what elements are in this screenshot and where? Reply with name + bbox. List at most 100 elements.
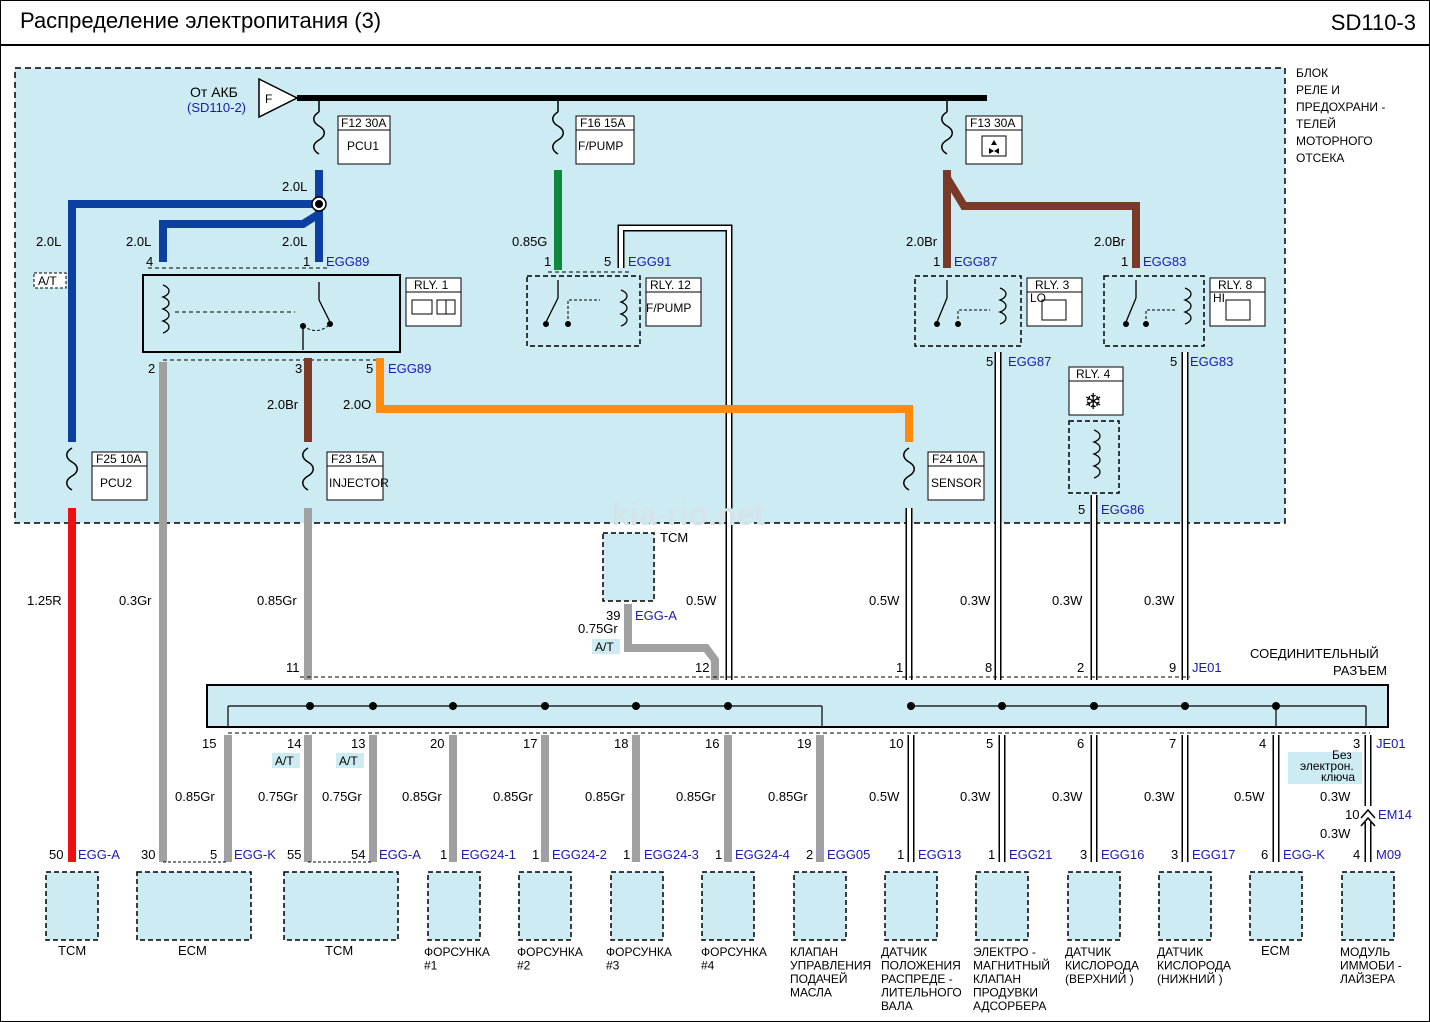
svg-text:PCU1: PCU1 <box>347 139 379 153</box>
svg-text:16: 16 <box>705 736 719 751</box>
wire-label: 0.85Gr <box>493 789 533 804</box>
battery-feed: От АКБ (SD110-2) F <box>187 77 987 119</box>
svg-text:10: 10 <box>1345 807 1359 822</box>
wire-label: 1.25R <box>27 593 62 608</box>
svg-text:RLY. 12: RLY. 12 <box>650 278 691 292</box>
wire-label: 0.85G <box>512 234 547 249</box>
svg-text:F/PUMP: F/PUMP <box>646 301 691 315</box>
svg-text:PCU2: PCU2 <box>100 476 132 490</box>
snowflake-icon: ❄ <box>1084 390 1102 415</box>
svg-text:JE01: JE01 <box>1376 736 1406 751</box>
svg-text:2: 2 <box>1077 660 1084 675</box>
svg-text:4: 4 <box>146 254 153 269</box>
component-name: ECM <box>178 943 207 958</box>
wire-label: 0.75Gr <box>258 789 298 804</box>
component-name-line: ЛИТЕЛЬНОГО <box>881 986 962 1000</box>
wire-label: 2.0L <box>36 234 61 249</box>
svg-text:A/T: A/T <box>339 754 358 768</box>
wire-white-0.5W-fpump <box>617 224 733 680</box>
fuse-f23: F23 15A INJECTOR <box>302 447 389 501</box>
svg-text:EGG21: EGG21 <box>1009 847 1052 862</box>
svg-text:F23 15A: F23 15A <box>331 452 376 466</box>
svg-text:TCM: TCM <box>660 530 688 545</box>
svg-text:5: 5 <box>1078 502 1085 517</box>
component-name-line: ФОРСУНКА <box>701 945 767 959</box>
svg-text:1: 1 <box>715 847 722 862</box>
svg-text:F/PUMP: F/PUMP <box>578 139 623 153</box>
wire-label: 2.0L <box>126 234 151 249</box>
wire-label: 0.3W <box>1320 826 1351 841</box>
svg-text:От АКБ: От АКБ <box>190 84 238 100</box>
svg-text:ТЕЛЕЙ: ТЕЛЕЙ <box>1296 116 1336 131</box>
wire-label: 0.3W <box>960 789 991 804</box>
wire-label: 0.3W <box>1144 593 1175 608</box>
component-boxes <box>45 871 1395 941</box>
wire-label: 2.0Br <box>267 397 299 412</box>
svg-text:JE01: JE01 <box>1192 660 1222 675</box>
component-name-line: ПОДАЧЕЙ <box>790 971 848 986</box>
svg-text:ОТСЕКА: ОТСЕКА <box>1296 151 1344 165</box>
component-name-line: МАГНИТНЫЙ <box>973 958 1050 973</box>
svg-text:4: 4 <box>1353 847 1360 862</box>
svg-text:EGG87: EGG87 <box>954 254 997 269</box>
svg-text:СОЕДИНИТЕЛЬНЫЙ: СОЕДИНИТЕЛЬНЫЙ <box>1250 646 1379 661</box>
svg-text:INJECTOR: INJECTOR <box>329 476 389 490</box>
svg-text:EGG16: EGG16 <box>1101 847 1144 862</box>
component-name-line: (НИЖНИЙ ) <box>1157 971 1223 986</box>
wire-label: 0.85Gr <box>585 789 625 804</box>
component-name-line: ПРОДУВКИ <box>973 986 1038 1000</box>
svg-text:39: 39 <box>606 608 620 623</box>
svg-text:18: 18 <box>614 736 628 751</box>
svg-text:EGG24-1: EGG24-1 <box>461 847 516 862</box>
svg-text:15: 15 <box>202 736 216 751</box>
svg-text:3: 3 <box>295 361 302 376</box>
svg-text:20: 20 <box>430 736 444 751</box>
component-name-line: ЭЛЕКТРО - <box>973 945 1036 959</box>
wire-label: 0.5W <box>869 789 900 804</box>
svg-text:Без: Без <box>1332 748 1352 762</box>
at-option-badge <box>336 753 364 768</box>
wire-label: 2.0O <box>343 397 371 412</box>
svg-text:RLY. 8: RLY. 8 <box>1218 278 1253 292</box>
svg-text:30: 30 <box>141 847 155 862</box>
svg-text:54: 54 <box>351 847 365 862</box>
svg-text:F13 30A: F13 30A <box>970 116 1015 130</box>
svg-text:1: 1 <box>897 847 904 862</box>
relay-8: 1 EGG83 RLY. 8 HI <box>1103 254 1266 347</box>
svg-text:10: 10 <box>889 736 903 751</box>
svg-text:RLY. 1: RLY. 1 <box>414 278 449 292</box>
svg-text:19: 19 <box>797 736 811 751</box>
svg-text:EGG-A: EGG-A <box>379 847 421 862</box>
svg-text:F24 10A: F24 10A <box>932 452 977 466</box>
svg-text:3: 3 <box>1080 847 1087 862</box>
fan-icon <box>1225 299 1251 321</box>
multiline-component-names: ФОРСУНКА#1ФОРСУНКА#2ФОРСУНКА#3ФОРСУНКА#4… <box>424 945 1402 1013</box>
wire-label: 0.3W <box>1052 593 1083 608</box>
component-name-line: #3 <box>606 959 620 973</box>
svg-text:F16 15A: F16 15A <box>580 116 625 130</box>
block-label: БЛОК РЕЛЕ И ПРЕДОХРАНИ - ТЕЛЕЙ МОТОРНОГО… <box>1296 66 1385 165</box>
svg-text:17: 17 <box>523 736 537 751</box>
wires-white-lower <box>907 735 1372 862</box>
wire-brown-2.0Br-fan <box>943 170 1140 268</box>
component-name-line: КИСЛОРОДА <box>1157 959 1231 973</box>
component-name-line: ВАЛА <box>881 999 913 1013</box>
relay-4: RLY. 4 ❄ <box>1068 366 1124 494</box>
svg-text:2: 2 <box>806 847 813 862</box>
watermark: kia-rio.net <box>612 496 765 532</box>
fuse-f13: F13 30A <box>941 101 1023 165</box>
wire-label: 2.0L <box>282 179 307 194</box>
wire-label: 0.75Gr <box>322 789 362 804</box>
svg-text:M09: M09 <box>1376 847 1401 862</box>
component-name-line: ЛАЙЗЕРА <box>1340 971 1395 986</box>
svg-text:1: 1 <box>988 847 995 862</box>
svg-text:EGG89: EGG89 <box>388 361 431 376</box>
svg-text:5: 5 <box>1170 354 1177 369</box>
component-name-line: ФОРСУНКА <box>517 945 583 959</box>
fan-icon <box>989 140 999 154</box>
wire-label: 0.85Gr <box>257 593 297 608</box>
svg-text:5: 5 <box>986 736 993 751</box>
svg-text:5: 5 <box>210 847 217 862</box>
svg-text:EGG-A: EGG-A <box>78 847 120 862</box>
